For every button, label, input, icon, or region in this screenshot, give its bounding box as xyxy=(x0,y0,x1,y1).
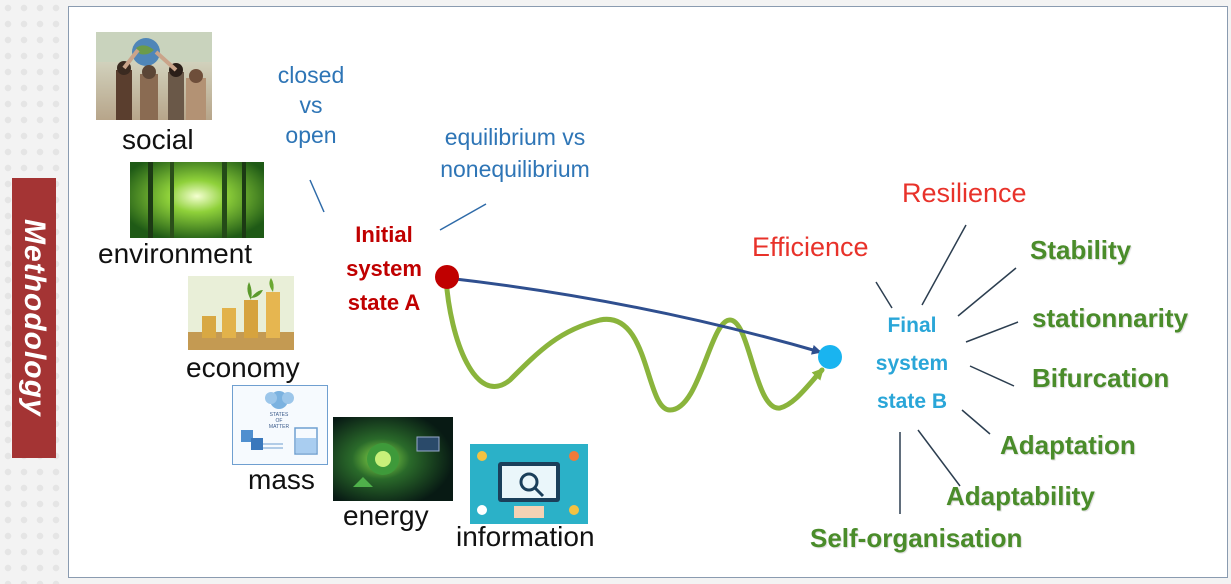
initial-state-label: Initial system state A xyxy=(328,222,440,315)
mass-image-text-3: MATTER xyxy=(269,424,290,430)
open-text: open xyxy=(285,122,337,148)
label-information: information xyxy=(456,521,595,552)
final-state-dot xyxy=(818,345,842,369)
vs-text: vs xyxy=(299,92,323,118)
connector-bifurcation xyxy=(969,365,1015,387)
final-state-label: Final system state B xyxy=(860,314,964,414)
label-adaptation: Adaptation xyxy=(1000,430,1136,460)
connector-adaptation xyxy=(961,409,991,435)
connector-adaptability xyxy=(917,429,961,487)
direct-arrow xyxy=(446,276,822,355)
methodology-tab: Methodology xyxy=(12,178,56,458)
label-stability: Stability xyxy=(1030,235,1132,265)
final-state-line-1: Final xyxy=(887,314,937,337)
connector-efficience xyxy=(875,281,893,309)
energy-image xyxy=(333,417,453,501)
label-stationnarity: stationnarity xyxy=(1032,303,1189,333)
label-social: social xyxy=(122,124,194,155)
initial-state-line-1: Initial xyxy=(355,222,413,247)
label-environment: environment xyxy=(98,238,253,269)
equilibrium-note: equilibrium vs nonequilibrium xyxy=(410,124,620,182)
final-state-line-3: state B xyxy=(876,390,948,413)
label-adaptability: Adaptability xyxy=(946,481,1095,511)
label-mass: mass xyxy=(248,464,315,495)
information-image xyxy=(470,444,588,524)
social-image xyxy=(96,32,212,120)
closed-text: closed xyxy=(277,62,345,88)
connector-stability xyxy=(957,267,1017,317)
property-connectors xyxy=(875,224,1019,514)
equilibrium-text: equilibrium vs xyxy=(444,124,586,150)
label-economy: economy xyxy=(186,352,300,383)
final-state-line-2: system xyxy=(875,352,949,375)
transition-path xyxy=(443,275,825,413)
initial-state-line-3: state A xyxy=(347,290,421,315)
closed-open-connector xyxy=(309,179,325,213)
label-efficience: Efficience xyxy=(752,232,869,262)
nonequilibrium-text: nonequilibrium xyxy=(440,156,590,182)
label-self-organisation: Self-organisation xyxy=(810,523,1023,553)
methodology-label: Methodology xyxy=(18,219,51,417)
closed-vs-open: closed vs open xyxy=(266,62,356,152)
environment-image xyxy=(130,162,264,238)
connector-resilience xyxy=(921,224,967,306)
initial-state-dot xyxy=(435,265,459,289)
label-energy: energy xyxy=(343,500,429,531)
mass-image-text-2: OF xyxy=(276,418,283,424)
label-resilience: Resilience xyxy=(902,178,1027,208)
mass-image: STATES OF MATTER xyxy=(232,385,328,465)
economy-image xyxy=(188,276,294,350)
equilibrium-connector xyxy=(439,203,487,231)
label-bifurcation: Bifurcation xyxy=(1032,363,1170,393)
mass-image-text-1: STATES xyxy=(270,412,289,418)
initial-state-line-2: system xyxy=(346,256,422,281)
connector-stationnarity xyxy=(965,321,1019,343)
